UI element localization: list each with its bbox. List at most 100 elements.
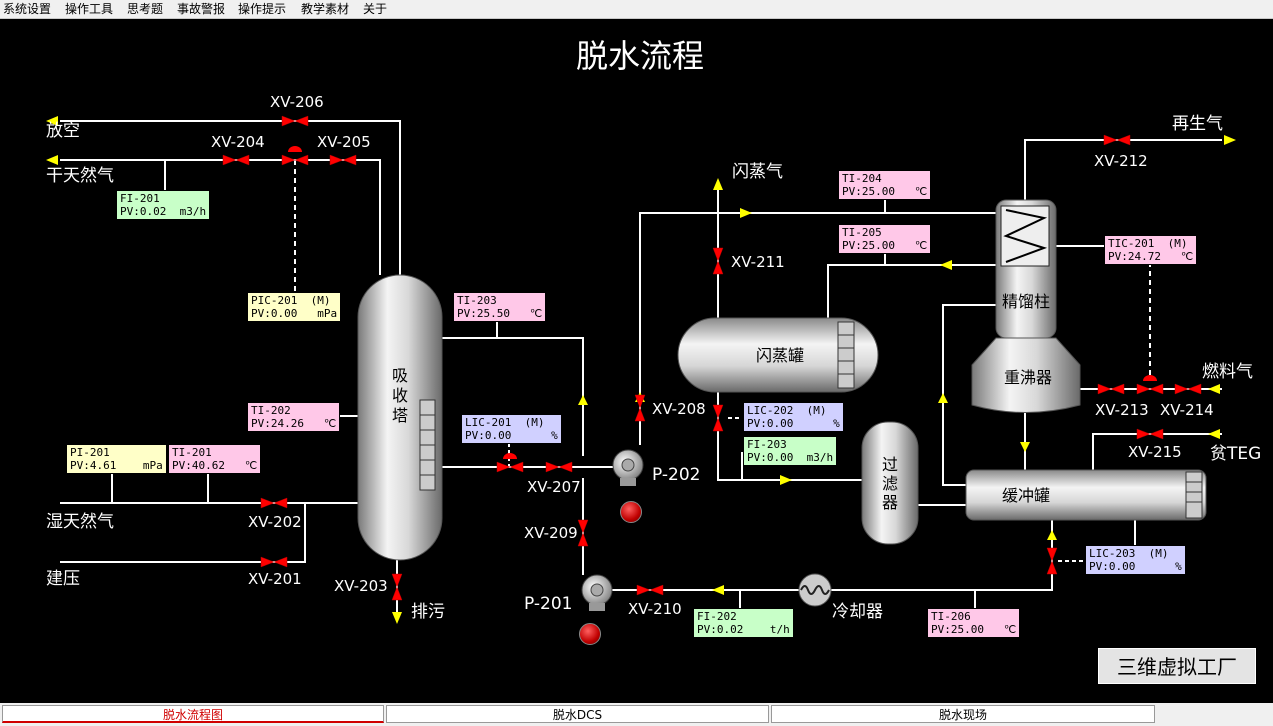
surge-tank[interactable] (965, 469, 1207, 521)
valve-lic203-icon[interactable] (1046, 547, 1058, 575)
reboiler[interactable] (971, 337, 1081, 413)
menu-materials[interactable]: 教学素材 (301, 2, 350, 16)
pipes (60, 120, 1222, 612)
fuel-gas-label: 燃料气 (1202, 362, 1253, 382)
fi202-value: PV:0.02 t/h (697, 623, 790, 636)
fi202-tag[interactable]: FI-202 PV:0.02 t/h (693, 608, 794, 638)
xv212-label: XV-212 (1094, 152, 1148, 170)
flash-tank-level-gauge (837, 321, 855, 389)
xv207-label: XV-207 (527, 478, 581, 496)
dry-gas-label: 干天然气 (46, 166, 114, 186)
valve-xv206-icon[interactable] (281, 115, 309, 127)
cooler-icon[interactable] (798, 573, 832, 607)
fi201-value: PV:0.02 m3/h (120, 205, 207, 218)
menu-alarms[interactable]: 事故警报 (177, 2, 226, 16)
pump-p201-button[interactable] (579, 623, 601, 645)
tab-bar: 脱水流程图 脱水DCS 脱水现场 (0, 703, 1273, 726)
menu-hints[interactable]: 操作提示 (238, 2, 287, 16)
valve-xv207-icon[interactable] (545, 461, 573, 473)
filter-label-3: 器 (881, 493, 898, 512)
pic201-value: PV:0.00 mPa (251, 307, 338, 320)
menu-tools[interactable]: 操作工具 (65, 2, 114, 16)
ti206-value: PV:25.00 ℃ (931, 623, 1017, 636)
menu-questions[interactable]: 思考题 (127, 2, 164, 16)
pump-p202-button[interactable] (620, 501, 642, 523)
xv214-label: XV-214 (1160, 401, 1214, 419)
pump-p202-icon[interactable] (612, 449, 644, 486)
pump-p202-label: P-202 (652, 465, 701, 485)
flash-tank[interactable] (677, 317, 879, 393)
pi201-value: PV:4.61 mPa (70, 459, 163, 472)
fi202-name: FI-202 (697, 610, 737, 623)
pic201-name: PIC-201 (M) (251, 294, 331, 307)
valve-xv214-icon[interactable] (1174, 383, 1202, 395)
valve-lic202-icon[interactable] (712, 404, 724, 432)
xv213-label: XV-213 (1095, 401, 1149, 419)
surge-tank-level-gauge (1185, 471, 1203, 519)
valve-xv202-icon[interactable] (260, 497, 288, 509)
xv211-label: XV-211 (731, 253, 785, 271)
ti206-tag[interactable]: TI-206 PV:25.00 ℃ (927, 608, 1021, 638)
valve-xv203-icon[interactable] (391, 573, 403, 601)
virtual-factory-button[interactable]: 三维虚拟工厂 (1098, 648, 1256, 684)
xv201-label: XV-201 (248, 570, 302, 588)
valve-xv208-icon[interactable] (634, 394, 646, 422)
still-column-label: 精馏柱 (1001, 292, 1050, 311)
fi203-tag[interactable]: FI-203 PV:0.00 m3/h (743, 436, 838, 466)
xv204-label: XV-204 (211, 133, 265, 151)
valve-xv211-icon[interactable] (712, 247, 724, 275)
valve-lic201-icon[interactable] (496, 461, 524, 473)
tic201-tag[interactable]: TIC-201 (M) PV:24.72 ℃ (1104, 235, 1198, 265)
lean-teg-label: 贫TEG (1210, 444, 1262, 464)
pump-p201-icon[interactable] (581, 574, 613, 611)
wet-gas-label: 湿天然气 (46, 512, 114, 532)
drain-label: 排污 (411, 602, 445, 622)
absorber-label-3: 塔 (391, 406, 408, 425)
valve-xv210-icon[interactable] (636, 584, 664, 596)
tic201-name: TIC-201 (M) (1108, 237, 1188, 250)
valve-xv204-icon[interactable] (222, 154, 250, 166)
absorber-label-1: 吸 (391, 366, 408, 385)
lic203-tag[interactable]: LIC-203 (M) PV:0.00 % (1085, 545, 1186, 575)
ti202-value: PV:24.26 ℃ (251, 417, 337, 430)
lic202-tag[interactable]: LIC-202 (M) PV:0.00 % (743, 402, 844, 432)
xv210-label: XV-210 (628, 600, 682, 618)
valve-pic201-icon[interactable] (281, 154, 309, 166)
cooler-label: 冷却器 (832, 602, 883, 622)
valve-xv209-icon[interactable] (577, 519, 589, 547)
tab-dcs[interactable]: 脱水DCS (386, 705, 769, 723)
menu-system-settings[interactable]: 系统设置 (3, 2, 52, 16)
tab-field[interactable]: 脱水现场 (771, 705, 1155, 723)
ti203-value: PV:25.50 ℃ (457, 307, 543, 320)
lic201-tag[interactable]: LIC-201 (M) PV:0.00 % (461, 414, 562, 444)
filter[interactable] (861, 421, 919, 545)
valves (222, 115, 1202, 601)
valve-tic201-icon[interactable] (1136, 383, 1164, 395)
heat-exchanger-coil-icon (1000, 205, 1050, 267)
ti201-value: PV:40.62 ℃ (172, 459, 258, 472)
ti205-tag[interactable]: TI-205 PV:25.00 ℃ (838, 224, 932, 254)
valve-xv215-icon[interactable] (1136, 428, 1164, 440)
lic202-name: LIC-202 (M) (747, 404, 827, 417)
tab-flow-diagram[interactable]: 脱水流程图 (2, 705, 384, 723)
xv215-label: XV-215 (1128, 443, 1182, 461)
lic202-value: PV:0.00 % (747, 417, 840, 430)
fi201-name: FI-201 (120, 192, 160, 205)
ti204-name: TI-204 (842, 172, 882, 185)
ti204-tag[interactable]: TI-204 PV:25.00 ℃ (838, 170, 932, 200)
valve-xv201-icon[interactable] (260, 556, 288, 568)
valve-xv205-icon[interactable] (329, 154, 357, 166)
pic201-tag[interactable]: PIC-201 (M) PV:0.00 mPa (247, 292, 342, 322)
menu-about[interactable]: 关于 (363, 2, 388, 16)
valve-xv212-icon[interactable] (1103, 134, 1131, 146)
ti203-tag[interactable]: TI-203 PV:25.50 ℃ (453, 292, 547, 322)
ti202-tag[interactable]: TI-202 PV:24.26 ℃ (247, 402, 341, 432)
fi201-tag[interactable]: FI-201 PV:0.02 m3/h (116, 190, 211, 220)
ti201-tag[interactable]: TI-201 PV:40.62 ℃ (168, 444, 262, 474)
pi201-tag[interactable]: PI-201 PV:4.61 mPa (66, 444, 167, 474)
page-title: 脱水流程 (575, 37, 704, 75)
ti205-value: PV:25.00 ℃ (842, 239, 928, 252)
valve-xv213-icon[interactable] (1097, 383, 1125, 395)
fi203-value: PV:0.00 m3/h (747, 451, 834, 464)
xv206-label: XV-206 (270, 93, 324, 111)
